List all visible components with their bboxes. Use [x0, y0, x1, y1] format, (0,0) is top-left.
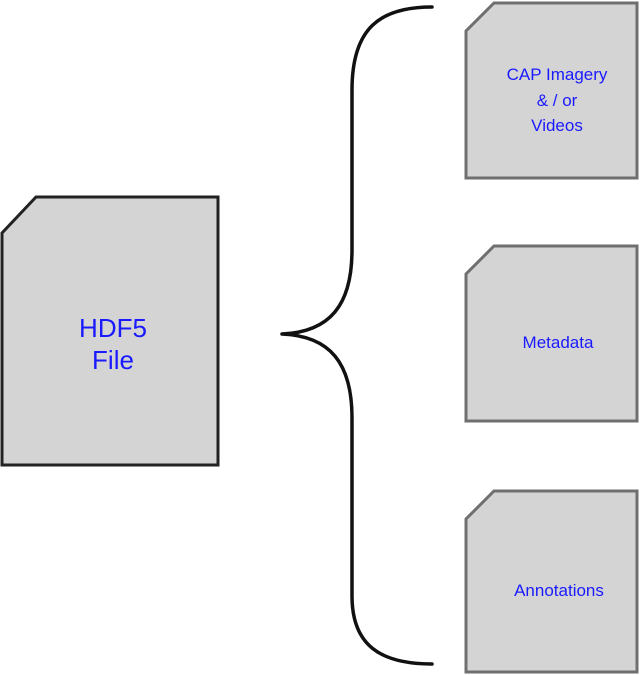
cap-imagery-label-line-1: CAP Imagery — [507, 65, 608, 84]
cap-imagery-label-line-2: & / or — [537, 91, 578, 110]
metadata-node: Metadata — [464, 244, 639, 423]
hdf5-file-shape — [0, 195, 220, 467]
metadata-label: Metadata — [523, 333, 594, 352]
annotations-node: Annotations — [464, 489, 639, 674]
metadata-shape — [464, 244, 639, 423]
cap-imagery-shape — [464, 1, 639, 180]
cap-imagery-label-line-3: Videos — [531, 116, 583, 135]
hdf5-file-label-line-2: File — [92, 345, 134, 375]
hdf5-file-node: HDF5 File — [0, 195, 220, 467]
hdf5-file-label-line-1: HDF5 — [79, 313, 147, 343]
annotations-shape — [464, 489, 639, 674]
annotations-label: Annotations — [514, 581, 604, 600]
grouping-brace — [280, 5, 434, 666]
cap-imagery-node: CAP Imagery & / or Videos — [464, 1, 639, 180]
